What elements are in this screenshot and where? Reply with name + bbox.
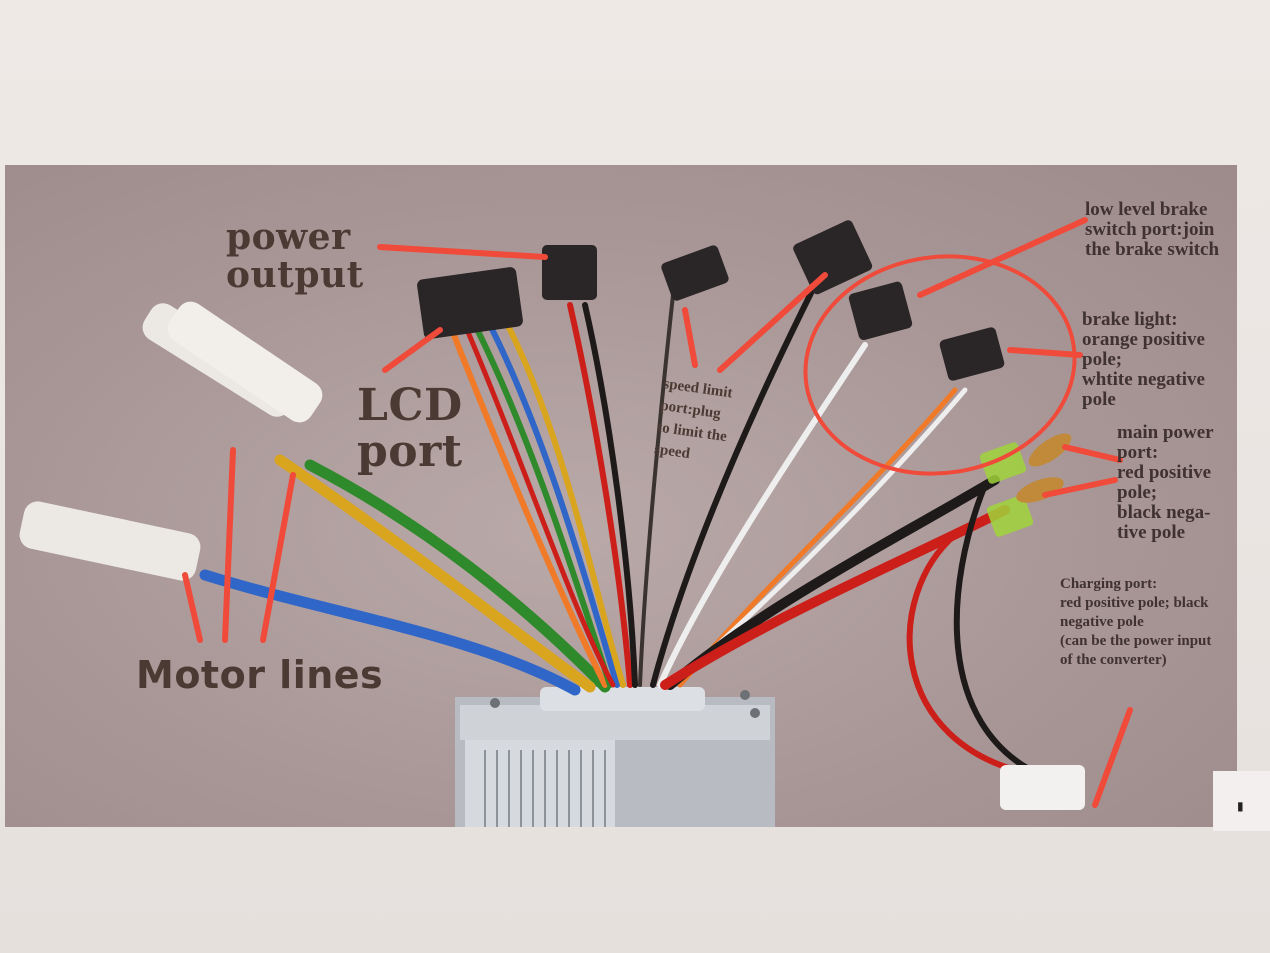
annotation-arrows <box>182 217 1133 808</box>
wire-bundle <box>199 282 1043 778</box>
wiring-drawing <box>19 217 1133 827</box>
brake-light-label: brake light: orange positive pole; whtit… <box>1082 309 1205 410</box>
connectors <box>19 220 1085 810</box>
diagram-photo: power output LCD port Motor lines speed … <box>5 165 1237 827</box>
low-level-brake-label: low level brake switch port:join the bra… <box>1085 199 1220 260</box>
page-corner <box>1213 771 1270 831</box>
charging-port-label: Charging port: red positive pole; black … <box>1060 576 1212 668</box>
main-power-label: main power port: red positive pole; blac… <box>1117 422 1214 543</box>
controller-box <box>455 687 775 827</box>
lcd-port-label: LCD port <box>357 380 463 477</box>
speed-limit-label: speed limit port:plug to limit the speed <box>653 375 734 463</box>
power-output-label: power output <box>226 216 364 296</box>
motor-lines-label: Motor lines <box>136 653 384 697</box>
page-mark: ▮ <box>1237 799 1244 813</box>
